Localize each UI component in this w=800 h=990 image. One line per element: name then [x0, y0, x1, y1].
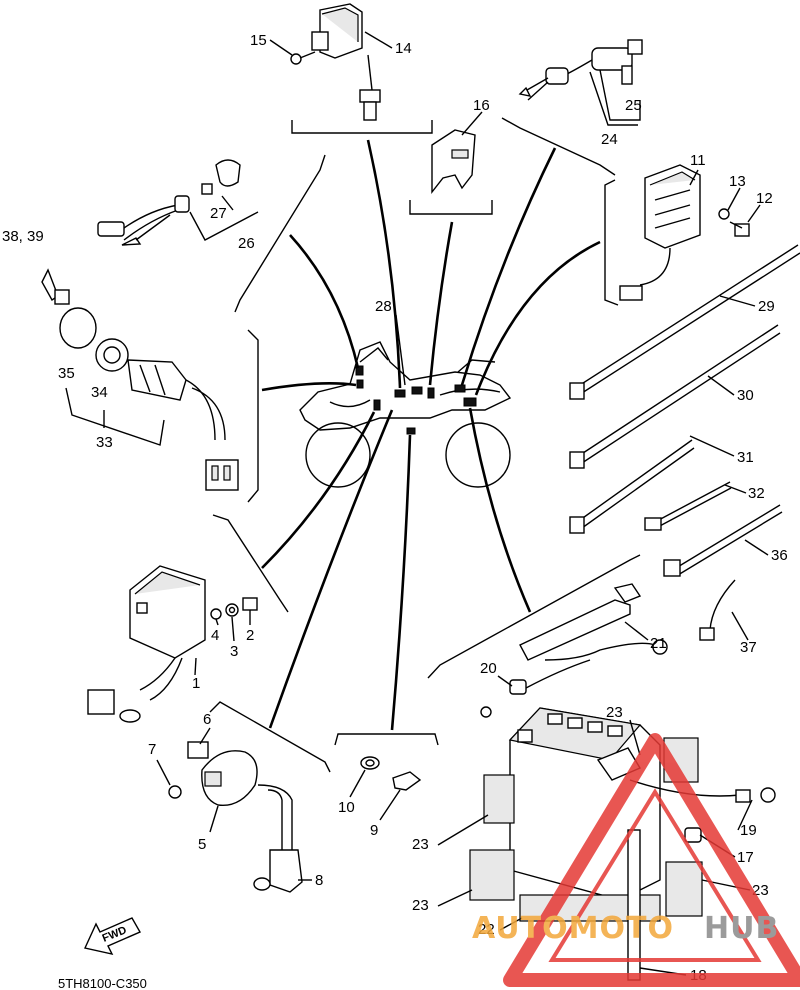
label-20: 20 — [480, 660, 497, 677]
watermark-text-primary: AUTOMOTO — [472, 911, 674, 946]
label-27: 27 — [210, 205, 227, 222]
label-9: 9 — [370, 822, 378, 839]
label-12: 12 — [756, 190, 773, 207]
label-8: 8 — [315, 872, 323, 889]
label-11: 11 — [690, 152, 706, 169]
label-34: 34 — [91, 384, 108, 401]
label-23a: 23 — [606, 704, 623, 721]
label-28: 28 — [375, 298, 392, 315]
battery-cables-part — [480, 583, 668, 718]
cover-part — [431, 129, 476, 195]
label-30: 30 — [737, 387, 754, 404]
label-36: 36 — [771, 547, 788, 564]
label-21: 21 — [650, 635, 667, 652]
label-33: 33 — [96, 434, 113, 451]
neutral-switch-part — [360, 756, 422, 791]
watermark-triangle-icon — [503, 733, 800, 987]
atv-silhouette — [299, 341, 512, 488]
label-32: 32 — [748, 485, 765, 502]
connector-lead-part — [97, 159, 241, 246]
label-leaders — [65, 31, 769, 976]
label-23c: 23 — [412, 897, 429, 914]
watermark-logo: AUTOMOTO HUB — [472, 733, 800, 987]
ignition-coil-part — [168, 741, 303, 893]
label-26: 26 — [238, 235, 255, 252]
label-16: 16 — [473, 97, 490, 114]
label-29: 29 — [758, 298, 775, 315]
label-4: 4 — [211, 627, 219, 644]
label-31: 31 — [737, 449, 754, 466]
label-3: 3 — [230, 643, 238, 660]
label-24: 24 — [601, 131, 618, 148]
part-labels: 1 2 3 4 5 6 7 8 9 10 11 12 13 14 15 16 1… — [2, 32, 788, 984]
label-35: 35 — [58, 365, 75, 382]
cdi-unit-part — [619, 164, 750, 301]
label-6: 6 — [203, 711, 211, 728]
label-13: 13 — [729, 173, 746, 190]
label-19: 19 — [740, 822, 757, 839]
starter-relay-part — [290, 3, 381, 121]
label-25: 25 — [625, 97, 642, 114]
label-38-39: 38, 39 — [2, 228, 44, 245]
label-37: 37 — [740, 639, 757, 656]
label-2: 2 — [246, 627, 254, 644]
forward-arrow-icon: FWD — [84, 917, 141, 956]
label-1: 1 — [192, 675, 200, 692]
switch-part — [518, 39, 643, 121]
rectifier-regulator-part — [87, 565, 258, 723]
label-7: 7 — [148, 741, 156, 758]
harness-lines — [261, 139, 601, 731]
watermark-text-secondary: HUB — [704, 911, 779, 946]
drawing-code: 5TH8100-C350 — [58, 976, 147, 990]
label-17: 17 — [737, 849, 754, 866]
main-switch-part — [41, 268, 239, 491]
label-15: 15 — [250, 32, 267, 49]
label-10: 10 — [338, 799, 355, 816]
label-5: 5 — [198, 836, 206, 853]
group-brackets — [209, 117, 641, 773]
label-14: 14 — [395, 40, 412, 57]
label-22: 22 — [478, 921, 495, 938]
label-23b: 23 — [412, 836, 429, 853]
cable-ties — [569, 244, 800, 641]
